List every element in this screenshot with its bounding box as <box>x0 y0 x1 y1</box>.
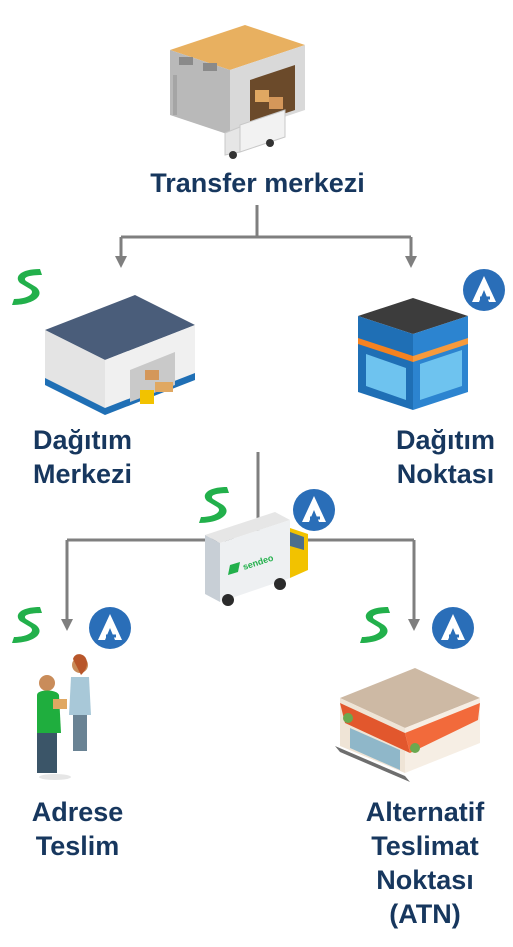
a-logo-icon <box>89 607 131 649</box>
distribution-center-label: Dağıtım Merkezi <box>5 423 160 491</box>
a-logo-icon <box>293 489 335 531</box>
sendeo-logo-icon <box>199 487 229 523</box>
transfer-center-label: Transfer merkezi <box>150 168 365 198</box>
alt-delivery-point-line3: Noktası <box>376 865 474 895</box>
sendeo-logo-icon <box>360 607 390 643</box>
distribution-point-line1: Dağıtım <box>395 425 495 455</box>
a-logo-icon <box>463 269 505 311</box>
alt-delivery-point-line1: Alternatif <box>365 797 485 827</box>
people-handover-icon <box>37 654 91 780</box>
delivery-van-icon <box>224 109 286 159</box>
distribution-point-line2: Noktası <box>396 459 495 489</box>
address-delivery-line2: Teslim <box>35 831 120 861</box>
distribution-center-line1: Dağıtım <box>32 425 132 455</box>
sendeo-logo-icon <box>12 269 42 305</box>
address-delivery-line1: Adrese <box>31 797 124 827</box>
distribution-point-label: Dağıtım Noktası <box>378 423 513 491</box>
a-logo-icon <box>432 607 474 649</box>
store-icon <box>358 298 468 410</box>
shop-icon <box>335 668 480 782</box>
address-delivery-label: Adrese Teslim <box>5 795 150 863</box>
alt-delivery-point-label: Alternatif Teslimat Noktası (ATN) <box>340 795 510 931</box>
warehouse-icon <box>45 295 195 415</box>
alt-delivery-point-line2: Teslimat <box>371 831 479 861</box>
sendeo-logo-icon <box>12 607 42 643</box>
distribution-center-line2: Merkezi <box>32 459 133 489</box>
alt-delivery-point-line4: (ATN) <box>389 899 461 929</box>
truck-icon: sendeo <box>205 512 308 606</box>
